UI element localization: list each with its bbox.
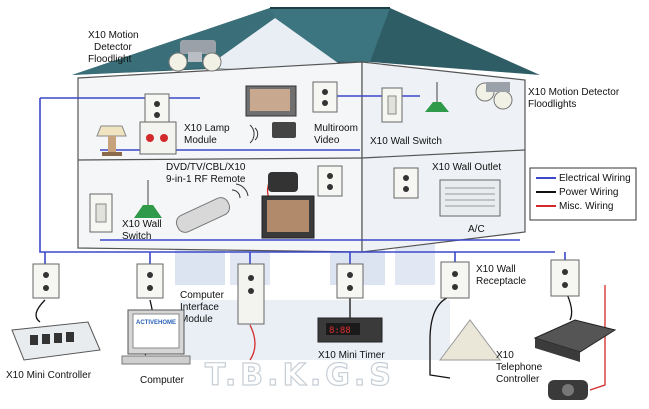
- wall-switch-bottom-label-2: Switch: [122, 231, 151, 242]
- computer-interface-label-2: Interface: [180, 302, 219, 313]
- computer-interface-label-1: Computer: [180, 290, 225, 301]
- wall-outlet-icon: [393, 167, 419, 199]
- video-sender-icon: [245, 85, 297, 144]
- air-conditioner-icon: [439, 179, 501, 217]
- mini-timer-icon: 8:88: [317, 317, 383, 343]
- wall-receptacle-label-2: Receptacle: [476, 276, 526, 287]
- lamp-module-icon: [139, 121, 177, 155]
- wall-switch-icon: [89, 193, 113, 233]
- computer-interface-label-3: Module: [180, 314, 213, 325]
- wall-outlet-icon: [136, 263, 164, 299]
- wall-outlet-icon: [144, 93, 170, 125]
- tv-icon: [261, 172, 315, 239]
- pendant-lamp-icon: [134, 180, 162, 218]
- rf-remote-label-2: 9-in-1 RF Remote: [166, 174, 246, 185]
- wall-receptacle-icon: [440, 261, 470, 299]
- remote-control-icon: [175, 183, 249, 233]
- legend-label-misc: Misc. Wiring: [559, 201, 613, 212]
- telephone-icon: [548, 380, 588, 400]
- telephone-controller-label-3: Controller: [496, 374, 540, 385]
- telephone-controller-label-1: X10: [496, 350, 514, 361]
- wall-outlet-icon: [317, 165, 343, 197]
- lamp-shade-icon: [439, 319, 501, 361]
- wall-switch-bottom-label-1: X10 Wall: [122, 219, 162, 230]
- computer-label: Computer: [140, 375, 185, 386]
- motion-floodlight-label-2: Detector: [94, 42, 132, 53]
- motion-floodlights-label-1: X10 Motion Detector: [528, 87, 620, 98]
- wall-outlet-icon: [336, 263, 364, 299]
- wall-outlet-icon: [550, 259, 580, 297]
- rf-remote-label-1: DVD/TV/CBL/X10: [166, 162, 246, 173]
- wall-switch-top-label: X10 Wall Switch: [370, 136, 442, 147]
- watermark: T.B.K.G.S: [205, 358, 395, 393]
- ac-label: A/C: [468, 224, 485, 235]
- computer-icon: ACTIVEHOME: [121, 309, 191, 365]
- wall-outlet-icon: [312, 81, 338, 113]
- wall-outlet-label: X10 Wall Outlet: [432, 162, 501, 173]
- motion-floodlight-icon: [168, 40, 222, 72]
- mini-timer-label: X10 Mini Timer: [318, 350, 385, 361]
- wall-outlet-icon: [32, 263, 60, 299]
- telephone-controller-icon: [533, 319, 617, 362]
- motion-floodlight-label-3: Floodlight: [88, 54, 132, 65]
- timer-digits: 8:88: [329, 326, 351, 336]
- motion-floodlights-icon: [475, 82, 513, 110]
- lamp-module-label-2: Module: [184, 135, 217, 146]
- motion-floodlights-label-2: Floodlights: [528, 99, 576, 110]
- lamp-module-label-1: X10 Lamp: [184, 123, 230, 134]
- telephone-controller-label-2: Telephone: [496, 362, 543, 373]
- motion-floodlight-label-1: X10 Motion: [88, 30, 139, 41]
- wall-receptacle-label-1: X10 Wall: [476, 264, 516, 275]
- multiroom-video-label-2: Video: [314, 135, 340, 146]
- lamp-icon: [96, 125, 127, 156]
- wall-switch-icon: [381, 87, 403, 123]
- computer-interface-module-icon: [237, 263, 265, 325]
- multiroom-video-label-1: Multiroom: [314, 123, 358, 134]
- legend-label-electrical: Electrical Wiring: [559, 173, 631, 184]
- computer-screen-text: ACTIVEHOME: [136, 320, 176, 326]
- mini-controller-label: X10 Mini Controller: [6, 370, 92, 381]
- legend: Electrical Wiring Power Wiring Misc. Wir…: [529, 167, 637, 221]
- mini-controller-icon: [11, 321, 101, 361]
- pendant-lamp-icon: [425, 82, 449, 112]
- legend-label-power: Power Wiring: [559, 187, 618, 198]
